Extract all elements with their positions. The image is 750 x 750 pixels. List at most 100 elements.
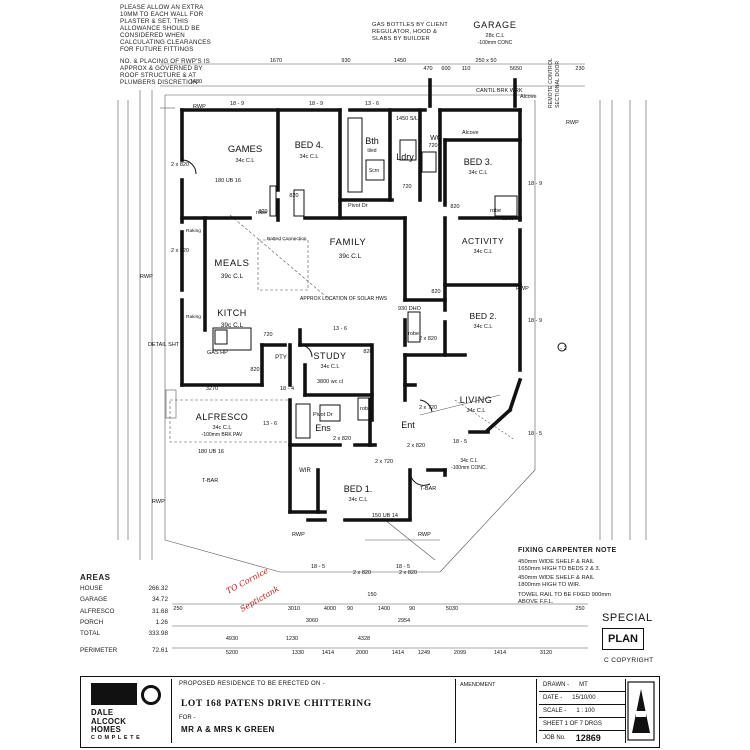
dim-bottom: 1330 [292,650,304,656]
room-bed3: BED 3. [464,157,493,167]
dim-opening: 820 [250,367,259,373]
room-bed3-ceiling: 34c C.L [469,170,488,176]
dim-top: 470 [423,66,432,72]
dim-opening: 720 [263,332,272,338]
fixtures [181,117,567,486]
robe-label: robe [408,331,419,337]
beam-label: 180 UB 16 [215,178,241,184]
dim-top: 110 [462,66,471,72]
room-living: LIVING [460,395,493,405]
area-value: 31.68 [152,607,168,615]
room-bth: Bth [365,136,379,146]
area-row: HOUSE 266.32 [80,583,168,594]
dim-opening: 13 - 6 [365,101,379,107]
dim-opening: 2 x 720 [419,405,437,411]
dim-opening: 720 [428,143,437,149]
dim-top: 600 [441,66,450,72]
drawn-label: DRAWN - [543,682,570,688]
area-label: HOUSE [80,585,103,593]
dim-bottom: 3010 [288,606,300,612]
room-bed4: BED 4. [295,140,324,150]
lot-address: LOT 168 PATENS DRIVE CHITTERING [181,699,372,709]
room-meals-ceiling: 39c C.L [221,273,244,280]
rwp-label: RWP [418,532,431,538]
alcove-label: Alcove [520,94,537,100]
proposed-label: PROPOSED RESIDENCE TO BE ERECTED ON - [179,681,325,687]
beam-sill-label: 1450 S/L [396,116,418,122]
dim-opening: 2 x 820 [353,570,371,576]
beam-label: 180 UB 16 [198,449,224,455]
dim-bottom: 3060 [306,618,318,624]
raking-label: Raking [186,314,201,320]
dim-opening: 820 [363,349,372,355]
amendment-box: AMENDMENT [457,679,537,743]
scale-label: SCALE - [543,708,567,714]
area-value: 266.32 [148,585,168,593]
dimension-lines [117,63,647,649]
plaster-note: PLEASE ALLOW AN EXTRA 10mm TO EACH WALL … [120,4,211,53]
room-bed1-ceiling: 34c C.L [349,497,368,503]
room-meals: MEALS [214,258,249,269]
dim-opening: 18 - 9 [528,318,542,324]
room-bed2-ceiling: 34c C.L [474,324,493,330]
dim-opening: 18 - 5 [453,439,467,445]
dim-opening: 13 - 6 [263,421,277,427]
plan-labels: RWP RWP RWP RWP RWP RWP RWP robe robe ro… [140,88,579,538]
dim-opening: 2 x 820 [333,436,351,442]
room-kitch: KITCH [217,308,247,318]
circle-emblem-icon [141,685,161,705]
room-activity-ceiling: 34c C.L [474,249,493,255]
rwp-label: RWP [516,286,529,292]
area-label: PORCH [80,618,104,626]
dim-opening: 2 x 820 [419,336,437,342]
room-ens: Ens [315,423,331,433]
job-label: JOB No. [543,735,566,741]
room-games-ceiling: 34c C.L [236,158,255,164]
dim-top: 5650 [510,66,522,72]
project-info: PROPOSED RESIDENCE TO BE ERECTED ON - LO… [173,679,456,743]
room-family-ceiling: 39c C.L [339,253,362,260]
rwp-label: RWP [292,532,305,538]
room-bed1: BED 1. [344,484,373,494]
dim-top: 250 x 50 [475,58,496,64]
scale-value: 1 : 100 [576,708,595,714]
room-bed2: BED 2. [470,311,497,321]
handwritten-notes: TO Cornice Septictank [225,566,281,614]
dim-opening: 13 - 6 [333,326,347,332]
area-value: 72.61 [152,647,168,655]
room-family: FAMILY [330,237,367,248]
walls [180,78,523,522]
dim-top: 930 [341,58,350,64]
rwp-label: RWP [566,120,579,126]
dim-opening: 18 - 5 [396,564,410,570]
dim-opening: 720 [402,184,411,190]
special-label: SPECIAL [602,612,653,624]
company-tagline: COMPLETE [91,735,143,741]
alcove-label: Alcove [462,130,479,136]
dim-opening: 3270 [206,386,218,392]
beam-label: 150 UB 14 [372,513,398,519]
area-value: 1.26 [155,618,168,626]
dim-bottom: 90 [409,606,415,612]
raking-label: Raking [186,228,201,234]
room-labels: GAMES 34c C.L BED 4. 34c C.L Bth tiled L… [196,20,516,503]
area-label: TOTAL [80,630,101,638]
dim-opening: 18 - 5 [311,564,325,570]
room-alfresco-slab: -100mm BRK PAV [202,432,243,438]
dim-top: 1670 [270,58,282,64]
area-label: GARAGE [80,596,108,604]
rwp-label: RWP [152,499,165,505]
gas-note: GAS BOTTLES BY CLIENT REGULATOR, HOOD & … [372,22,448,42]
drawn-value: MT [579,682,588,688]
job-number: 12869 [575,733,601,743]
area-label: ALFRESCO [80,607,115,615]
dim-opening: 3800 wc cl [317,379,343,385]
section-mark: - 2 [560,346,568,352]
dim-opening: 820 [450,204,459,210]
dim-bottom: 4328 [358,636,370,642]
dim-opening: 820 [431,289,440,295]
dim-bottom: 250 [173,606,182,612]
remote-door-note: REMOTE CONTROL SECTIONAL DOOR [548,58,561,108]
robe-label: robe [256,210,267,216]
